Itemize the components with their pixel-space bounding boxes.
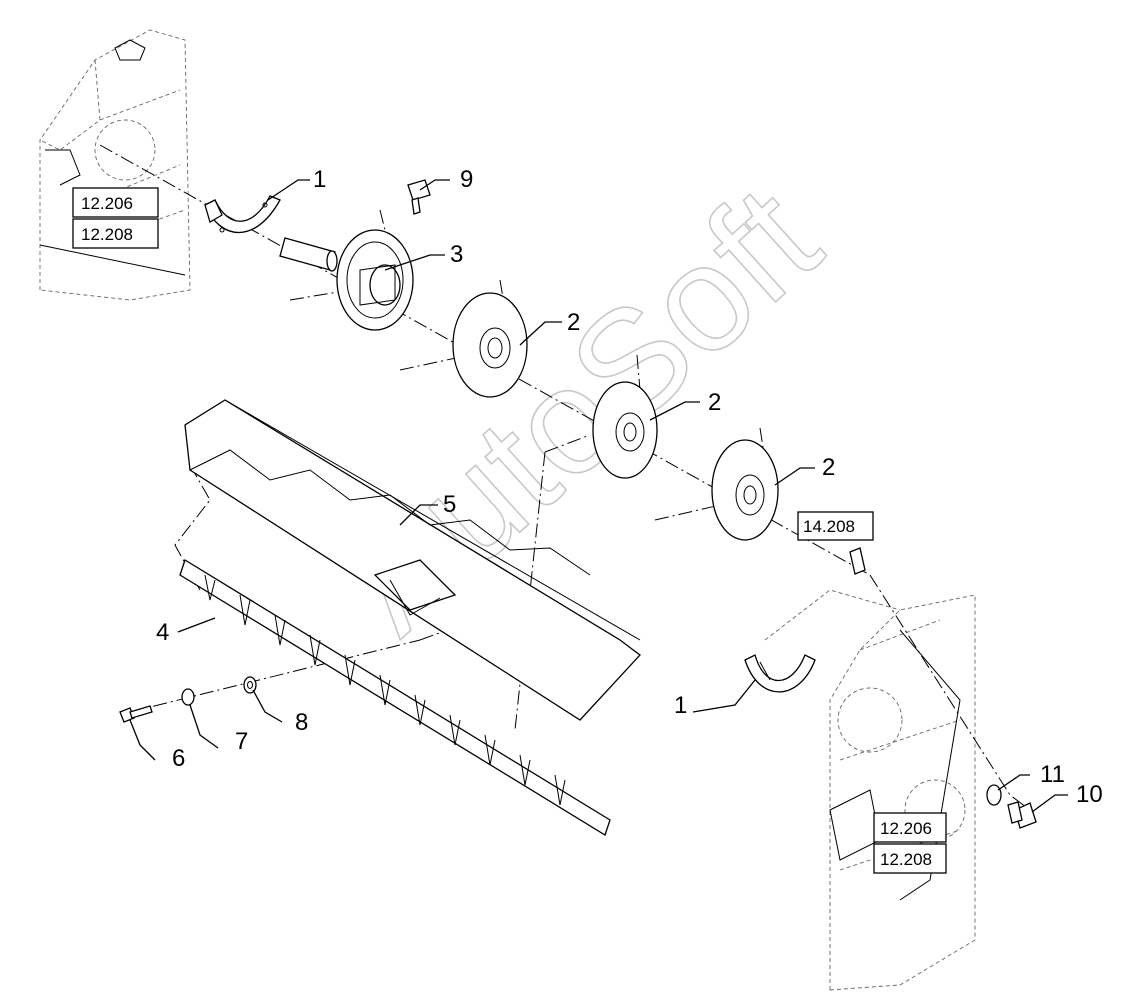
callout-6: 6: [172, 745, 185, 772]
right-frame: [764, 589, 976, 991]
part-10-bolt: [1007, 801, 1037, 829]
part-2-disc-a: [452, 292, 528, 398]
part-6-bolt: [119, 705, 153, 723]
callout-2-b: 2: [708, 389, 721, 416]
callout-10: 10: [1076, 781, 1103, 808]
part-1-top-bracket: [204, 195, 281, 234]
part-5-trough: [184, 399, 641, 721]
callout-7: 7: [235, 728, 248, 755]
part-2-disc-c: [711, 439, 779, 541]
ref-right-bottom[interactable]: 12.208: [880, 850, 932, 869]
callout-5: 5: [443, 491, 456, 518]
ref-mid[interactable]: 14.208: [803, 517, 855, 536]
leader-lines: [129, 179, 1068, 813]
part-9-bolt: [407, 179, 431, 215]
callout-numbers: 1 9 3 2 2 2 5 4 1 6 7 8 11 10: [156, 166, 1103, 808]
callout-1-right: 1: [674, 692, 687, 719]
shaft-stub: [279, 237, 338, 272]
part-11-washer: [986, 784, 1002, 806]
ref-right-top[interactable]: 12.206: [880, 819, 932, 838]
callout-2-a: 2: [567, 309, 580, 336]
callout-3: 3: [450, 241, 463, 268]
reference-box-left[interactable]: 12.206 12.208: [72, 187, 159, 249]
part-2-disc-b: [592, 381, 658, 479]
callout-9: 9: [460, 166, 473, 193]
part-1-right-bracket: [744, 654, 816, 693]
ref-left-bottom[interactable]: 12.208: [81, 225, 133, 244]
callout-1-top: 1: [313, 166, 326, 193]
pin: [849, 547, 866, 575]
part-3-hub: [336, 229, 414, 331]
part-8-washer: [243, 676, 257, 694]
ref-left-top[interactable]: 12.206: [81, 194, 133, 213]
callout-2-c: 2: [822, 454, 835, 481]
callout-11: 11: [1040, 761, 1065, 788]
part-7-washer: [181, 688, 195, 706]
reference-box-mid[interactable]: 14.208: [797, 511, 874, 541]
left-frame: [39, 29, 191, 301]
reference-box-right[interactable]: 12.206 12.208: [873, 812, 947, 874]
callout-4: 4: [156, 619, 169, 646]
part-4-teeth-bar: [179, 559, 611, 836]
callout-8: 8: [295, 709, 308, 736]
